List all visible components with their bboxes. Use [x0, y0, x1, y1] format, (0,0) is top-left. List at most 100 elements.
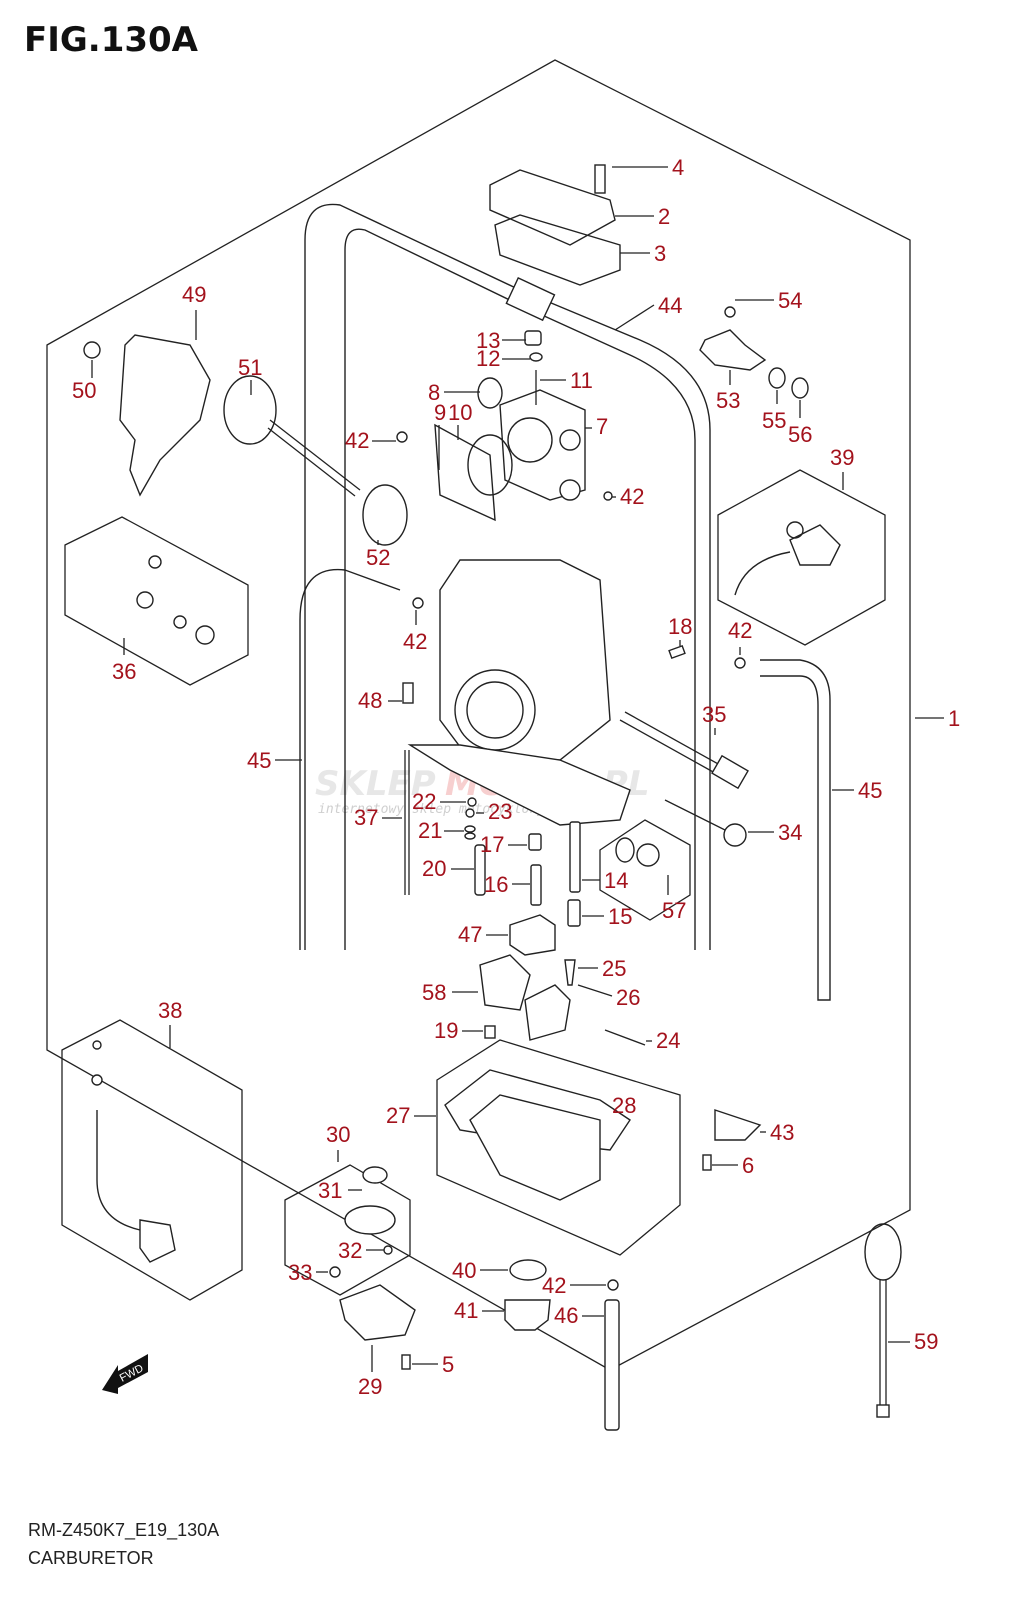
callout-number: 19	[434, 1018, 458, 1043]
callout-number: 21	[418, 818, 442, 843]
jet-15	[567, 899, 581, 927]
callout-number: 31	[318, 1178, 342, 1203]
callout-p8: 8	[428, 380, 480, 405]
callout-p18: 18	[668, 614, 692, 646]
callout-p33: 33	[288, 1260, 328, 1285]
clip-42c	[412, 597, 424, 609]
callout-number: 17	[480, 832, 504, 857]
fwd-label: FWD	[118, 1362, 146, 1384]
throttle-cover-49	[119, 334, 211, 497]
callout-number: 38	[158, 998, 182, 1023]
callout-number: 24	[656, 1028, 680, 1053]
callout-p29: 29	[358, 1345, 382, 1399]
callout-number: 45	[247, 748, 271, 773]
callout-p47: 47	[458, 922, 508, 947]
washer-8	[477, 377, 503, 409]
callout-p44: 44	[614, 293, 682, 331]
callout-number: 42	[542, 1273, 566, 1298]
callout-number: 58	[422, 980, 446, 1005]
needle-25	[564, 959, 576, 986]
callout-number: 16	[484, 872, 508, 897]
callout-number: 37	[354, 805, 378, 830]
clip-42b	[603, 491, 613, 501]
o-ring-33	[329, 1266, 341, 1278]
gasket-9	[434, 423, 496, 522]
callout-p22: 22	[412, 789, 466, 814]
figure-title: FIG.130A	[24, 20, 198, 60]
float-bowl-box-27	[436, 1039, 681, 1256]
callout-number: 39	[830, 445, 854, 470]
clip-42d	[734, 657, 746, 669]
callout-number: 22	[412, 789, 436, 814]
callout-p25: 25	[578, 956, 626, 981]
jet-14	[569, 821, 581, 893]
callout-number: 56	[788, 422, 812, 447]
screw-48	[402, 682, 414, 704]
callout-number: 49	[182, 282, 206, 307]
callout-number: 59	[914, 1329, 938, 1354]
callout-p30: 30	[326, 1122, 350, 1162]
callout-number: 54	[778, 288, 802, 313]
o-ring-10	[467, 434, 513, 496]
callout-number: 20	[422, 856, 446, 881]
callout-number: 30	[326, 1122, 350, 1147]
callout-p56: 56	[788, 400, 812, 447]
watermark-left: SKLEP	[315, 764, 436, 804]
callout-number: 18	[668, 614, 692, 639]
callout-number: 15	[608, 904, 632, 929]
callout-number: 34	[778, 820, 802, 845]
callout-number: 46	[554, 1303, 578, 1328]
callout-number: 6	[742, 1153, 754, 1178]
callout-p16: 16	[484, 872, 530, 897]
vent-tube-45-left	[299, 568, 401, 950]
callout-p53: 53	[716, 370, 740, 413]
clip-42a	[396, 431, 408, 443]
callout-number: 26	[616, 985, 640, 1010]
pump-cover-29	[339, 1284, 416, 1341]
callout-p45a: 45	[247, 748, 302, 773]
accelerator-pump-box-30	[284, 1164, 411, 1296]
callout-p1: 1	[915, 706, 960, 731]
callout-p5: 5	[412, 1352, 454, 1377]
callout-p24: 24	[646, 1028, 680, 1053]
callout-p42b: 42	[612, 484, 644, 509]
o-ring-40	[509, 1259, 547, 1281]
screw-18	[668, 644, 686, 660]
callout-number: 9	[434, 400, 446, 425]
top-cover-2	[489, 169, 616, 246]
callout-p58: 58	[422, 980, 478, 1005]
callout-number: 8	[428, 380, 440, 405]
screw-19	[484, 1025, 496, 1039]
section-name: CARBURETOR	[28, 1548, 154, 1568]
callout-p23: 23	[476, 799, 512, 824]
callout-number: 44	[658, 293, 682, 318]
callout-number: 23	[488, 799, 512, 824]
callout-p41: 41	[454, 1298, 504, 1323]
callout-number: 4	[672, 155, 684, 180]
callout-p4: 4	[612, 155, 684, 180]
callout-p10: 10	[448, 400, 472, 440]
pin-24	[604, 1029, 646, 1046]
callout-p49: 49	[182, 282, 206, 340]
callout-number: 45	[858, 778, 882, 803]
plunger-35	[619, 711, 749, 790]
callout-p39: 39	[830, 445, 854, 490]
callout-p36: 36	[112, 638, 136, 684]
jet-16	[530, 864, 542, 906]
callout-p21: 21	[418, 818, 464, 843]
callout-p43: 43	[760, 1120, 794, 1145]
callout-number: 42	[728, 618, 752, 643]
clip-42e	[607, 1279, 619, 1291]
callout-p34: 34	[748, 820, 802, 845]
callout-number: 50	[72, 378, 96, 403]
watermark-sub: internetowy sklep motocyklowy	[318, 802, 545, 817]
throttle-shaft-51	[223, 375, 361, 497]
callout-p45b: 45	[832, 778, 882, 803]
float-58	[479, 954, 571, 1041]
callout-number: 13	[476, 328, 500, 353]
callout-p26: 26	[577, 984, 640, 1010]
needle-jet-20	[474, 844, 486, 896]
model-code: RM-Z450K7_E19_130A	[28, 1520, 220, 1540]
